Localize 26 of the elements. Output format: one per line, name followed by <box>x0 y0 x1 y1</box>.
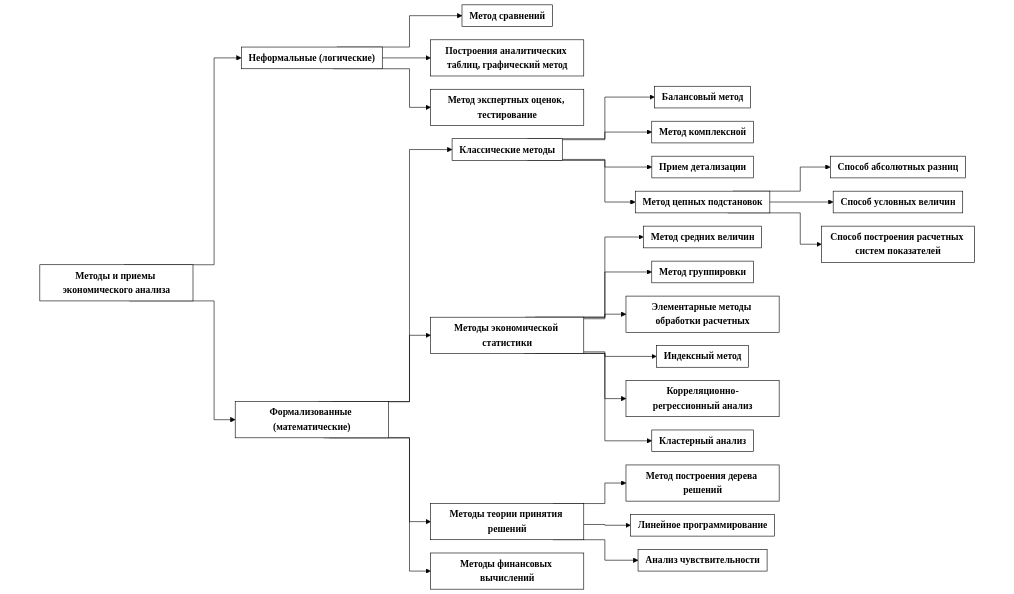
node-box: Метод экспертных оценок, тестирование <box>430 88 584 126</box>
node-box: Линейное программирование <box>630 514 775 537</box>
node-box: Метод группировки <box>651 260 754 284</box>
node-box: Построения аналитических таблиц, графический метод <box>430 39 584 77</box>
node-box: Кластерный анализ <box>651 429 754 452</box>
node-box: Метод построения дерева решений <box>625 464 780 502</box>
node-box: Элементарные методы обработки расчетных <box>625 295 780 333</box>
node-box: Балансовый метод <box>654 85 751 109</box>
node-box: Индексный метод <box>655 345 749 368</box>
node-box: Методы финансовых вычислений <box>430 552 584 590</box>
node-box: Классические методы <box>451 138 563 161</box>
node-box: Методы теории принятия решений <box>430 503 584 540</box>
node-box: Метод сравнений <box>461 4 553 27</box>
node-box: Анализ чувствительности <box>637 549 768 572</box>
node-box: Метод цепных подстановок <box>634 190 770 214</box>
node-box: Корреляционно-регрессионный анализ <box>625 380 780 417</box>
node-box: Метод комплексной <box>651 120 754 144</box>
node-box: Способ построения расчетных систем показателей <box>820 225 975 263</box>
node-box: Методы и приемы экономического анализа <box>39 264 194 302</box>
node-box: Метод средних величин <box>642 225 762 249</box>
node-box: Способ условных величин <box>832 190 963 214</box>
node-box: Способ абсолютных разниц <box>829 155 966 179</box>
node-box: Неформальные (логические) <box>240 46 383 70</box>
node-box: Формализованные (математические) <box>234 401 389 439</box>
node-box: Прием детализации <box>651 155 754 179</box>
node-box: Методы экономической статистики <box>430 316 584 354</box>
